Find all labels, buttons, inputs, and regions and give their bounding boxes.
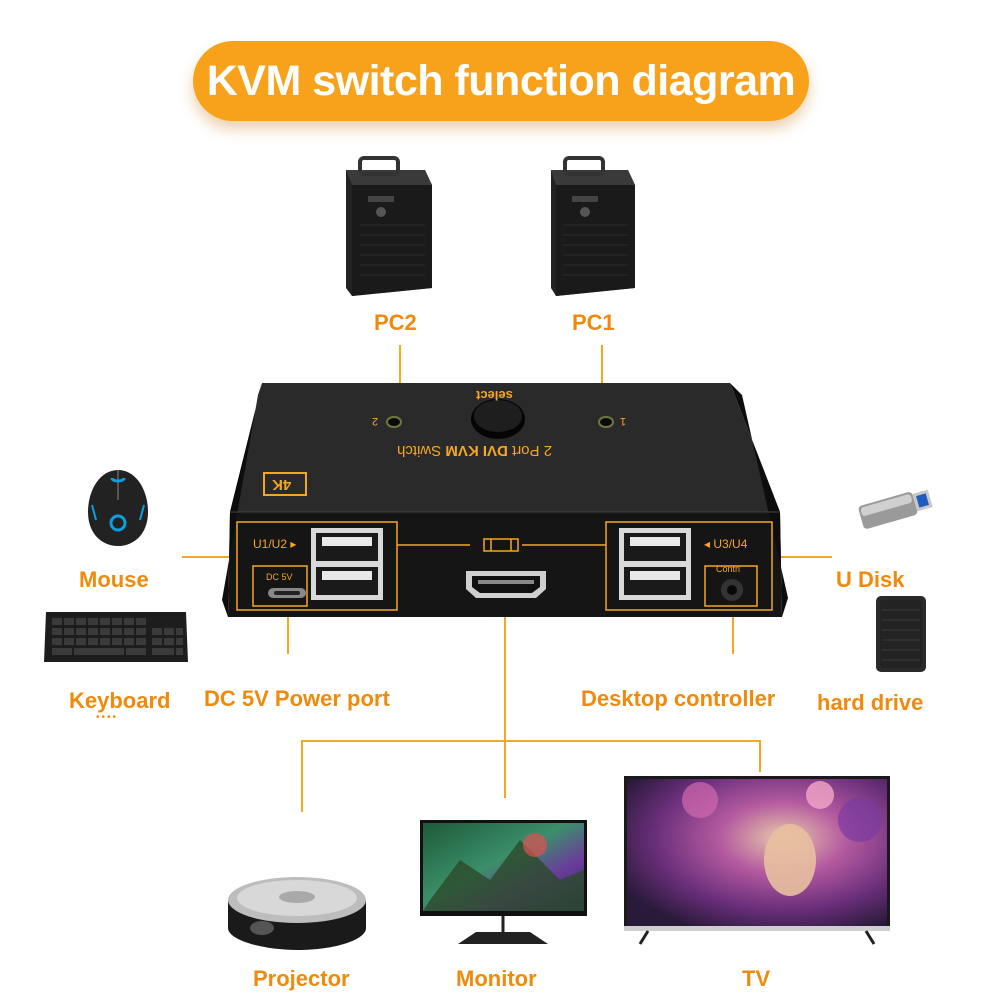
projector-label: Projector (253, 966, 350, 991)
tv-label: TV (742, 966, 771, 991)
hard-drive-label: hard drive (817, 690, 924, 715)
monitor-label: Monitor (456, 966, 537, 991)
title-banner: KVM switch function diagram (193, 41, 809, 121)
dc-port-label: DC 5V (266, 572, 293, 582)
keyboard-dots: •••• (96, 712, 119, 723)
port-u3u4-label: ◂ U3/U4 (704, 537, 748, 551)
pc2-label: PC2 (374, 310, 417, 335)
u-disk-label: U Disk (836, 567, 905, 592)
port-u1u2-label: U1/U2 ▸ (253, 537, 297, 551)
desktop-controller-label: Desktop controller (581, 686, 776, 711)
display-branch-line (301, 740, 761, 812)
diagram-title: KVM switch function diagram (206, 56, 796, 105)
dc-power-label: DC 5V Power port (204, 686, 390, 711)
contrl-port-label: Contrl (716, 564, 741, 574)
keyboard-label: Keyboard (69, 688, 171, 713)
pc1-label: PC1 (572, 310, 615, 335)
mouse-label: Mouse (79, 567, 149, 592)
